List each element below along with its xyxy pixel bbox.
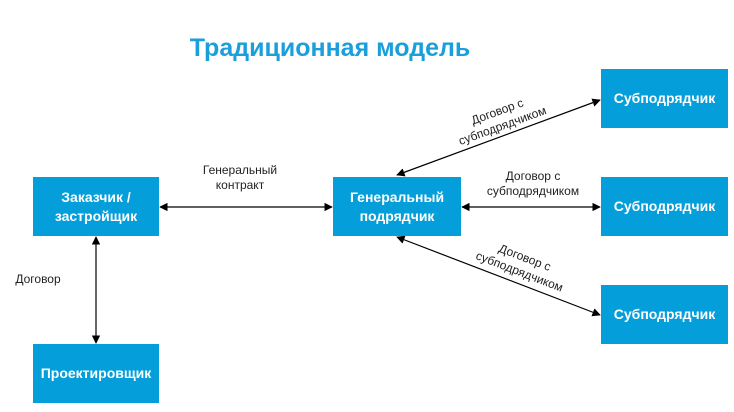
node-designer: Проектировщик xyxy=(33,344,159,403)
diagram-title: Традиционная модель xyxy=(189,34,471,62)
node-customer: Заказчик / застройщик xyxy=(33,177,159,236)
connector-general-sub-bottom xyxy=(396,235,601,317)
node-subcontractor-middle: Субподрядчик xyxy=(601,177,728,236)
node-subcontractor-top: Субподрядчик xyxy=(601,69,728,128)
edge-label-general-contract: Генеральный контракт xyxy=(202,163,278,192)
edge-label-sub-middle: Договор с субподрядчиком xyxy=(486,169,580,198)
node-general-contractor: Генеральный подрядчик xyxy=(333,177,461,236)
edge-label-design-contract: Договор xyxy=(15,272,61,286)
connector-general-sub-top xyxy=(396,98,601,177)
node-subcontractor-bottom: Субподрядчик xyxy=(601,285,728,344)
